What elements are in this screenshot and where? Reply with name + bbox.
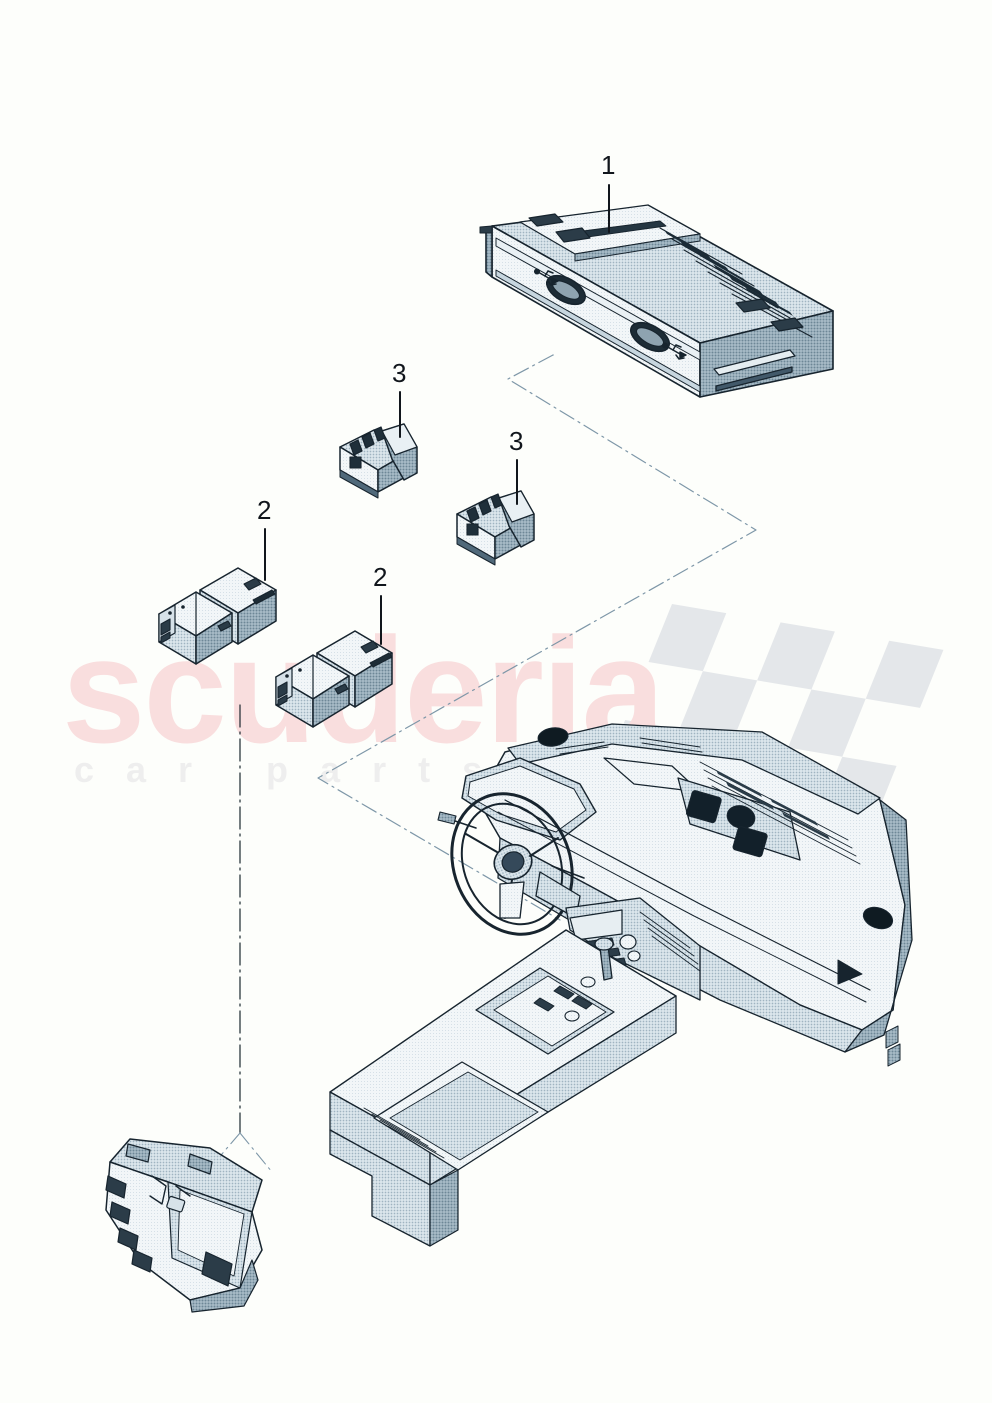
infotainment-screen (569, 909, 623, 941)
part-2-wiring-connector-housing-b (275, 630, 393, 728)
rear-centre-console-trim (105, 1138, 263, 1313)
part-2-wiring-connector-housing-a (158, 567, 277, 665)
callout-number-2b: 2 (373, 562, 388, 592)
usb-c-port-1 (546, 274, 586, 306)
part-1-usb-interface-module (479, 204, 834, 398)
watermark-tagline: car parts (74, 749, 515, 790)
part-3-usb-connector-plug-b (456, 490, 535, 566)
steering-wheel (437, 792, 585, 936)
assembly-guide-lines (317, 354, 757, 921)
callout-number-2a: 2 (257, 495, 272, 525)
part-3-usb-connector-plug-a (339, 423, 418, 499)
centre-air-vents (677, 777, 801, 861)
callout-number-3b: 3 (509, 426, 524, 456)
callout-number-1: 1 (601, 150, 616, 180)
centre-console-assembly (329, 897, 701, 1247)
callout-number-3a: 3 (392, 358, 407, 388)
speaker-grille (537, 727, 569, 747)
speaker-grille (862, 906, 894, 930)
callout-leader-lines (264, 184, 610, 645)
usb-icon (533, 268, 559, 286)
usb-icon (661, 342, 687, 360)
